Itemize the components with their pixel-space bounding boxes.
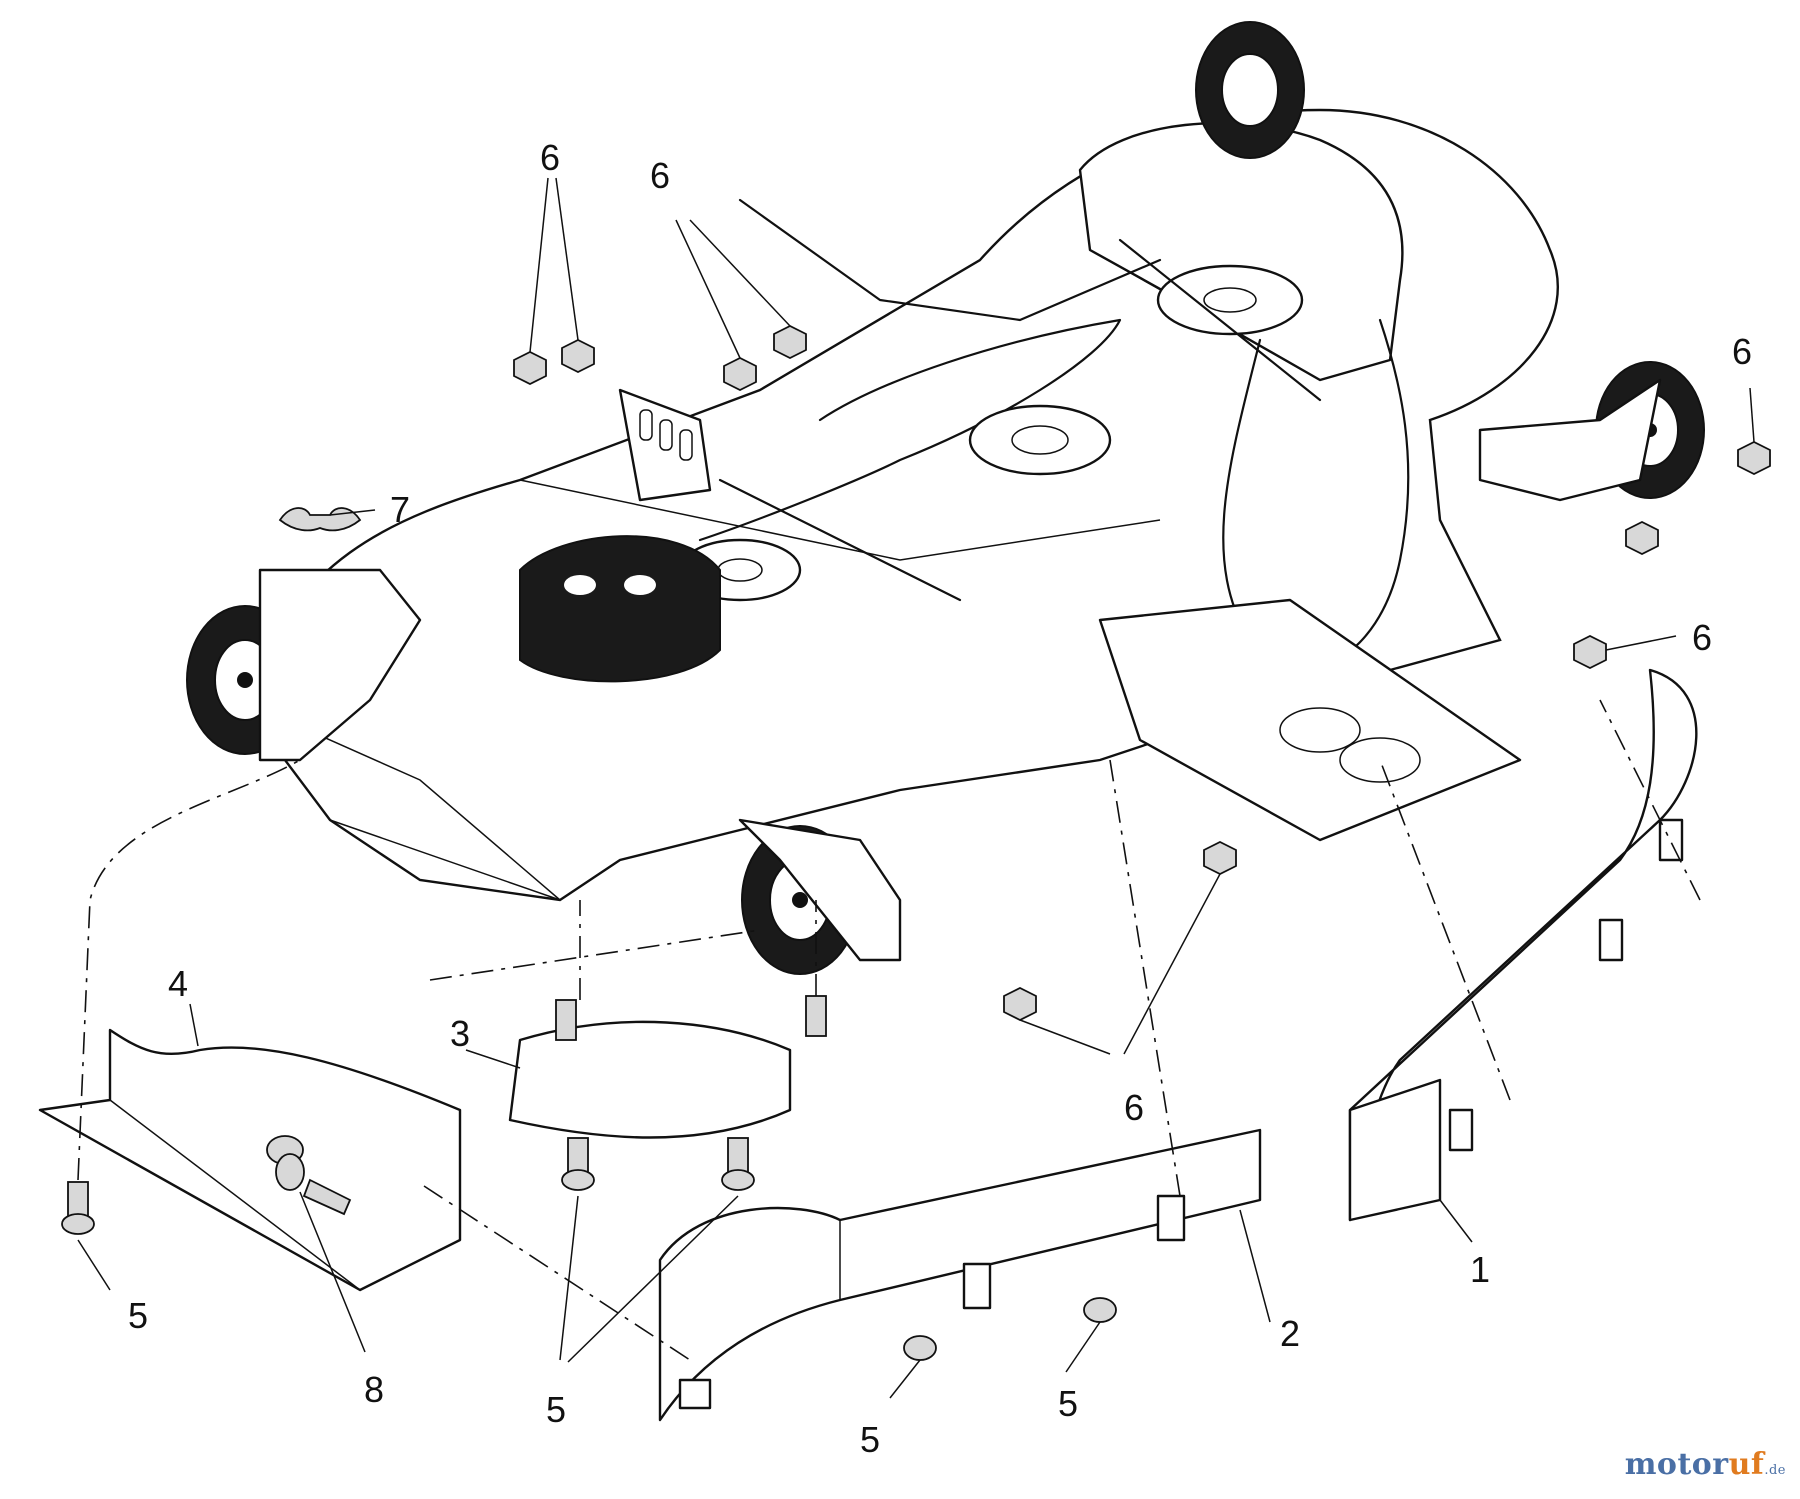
callout-5: 5 xyxy=(1057,1383,1079,1424)
callout-5: 5 xyxy=(545,1389,567,1430)
callout-1: 1 xyxy=(1469,1249,1491,1290)
baffle-part-4 xyxy=(38,1028,462,1292)
callout-6: 6 xyxy=(539,137,561,178)
deck-mounting-plate xyxy=(1098,598,1522,842)
callout-2: 2 xyxy=(1279,1313,1301,1354)
wheel-bracket-right xyxy=(1478,378,1662,502)
belt-cover xyxy=(519,535,721,683)
callout-6: 6 xyxy=(649,155,671,196)
wheel-bracket-front xyxy=(738,818,902,962)
wheel-rear xyxy=(1195,21,1305,159)
wheel-bracket-left xyxy=(258,568,422,762)
callout-8: 8 xyxy=(363,1369,385,1410)
callout-6: 6 xyxy=(1123,1087,1145,1128)
callout-7: 7 xyxy=(389,489,411,530)
bracket-part-3 xyxy=(508,995,827,1139)
flange-nuts xyxy=(513,324,1771,1022)
callout-6: 6 xyxy=(1691,617,1713,658)
callout-5: 5 xyxy=(859,1419,881,1460)
bolts xyxy=(61,1137,1117,1361)
leader-lines xyxy=(77,177,1755,1399)
height-adjust-bracket xyxy=(618,388,712,502)
pulley-center xyxy=(968,404,1112,476)
baffle-part-2 xyxy=(658,1128,1262,1422)
pulley-right xyxy=(1156,264,1304,336)
linkage-rods xyxy=(718,198,1322,602)
callout-6: 6 xyxy=(1731,331,1753,372)
motoruf-watermark: motoruf.de xyxy=(1624,1447,1786,1482)
wing-nut xyxy=(278,507,362,532)
screw-part-8 xyxy=(275,1153,352,1216)
assembly-lines xyxy=(77,699,1701,1361)
callout-3: 3 xyxy=(449,1013,471,1054)
callout-4: 4 xyxy=(167,963,189,1004)
discharge-chute xyxy=(1078,121,1404,382)
callout-5: 5 xyxy=(127,1295,149,1336)
